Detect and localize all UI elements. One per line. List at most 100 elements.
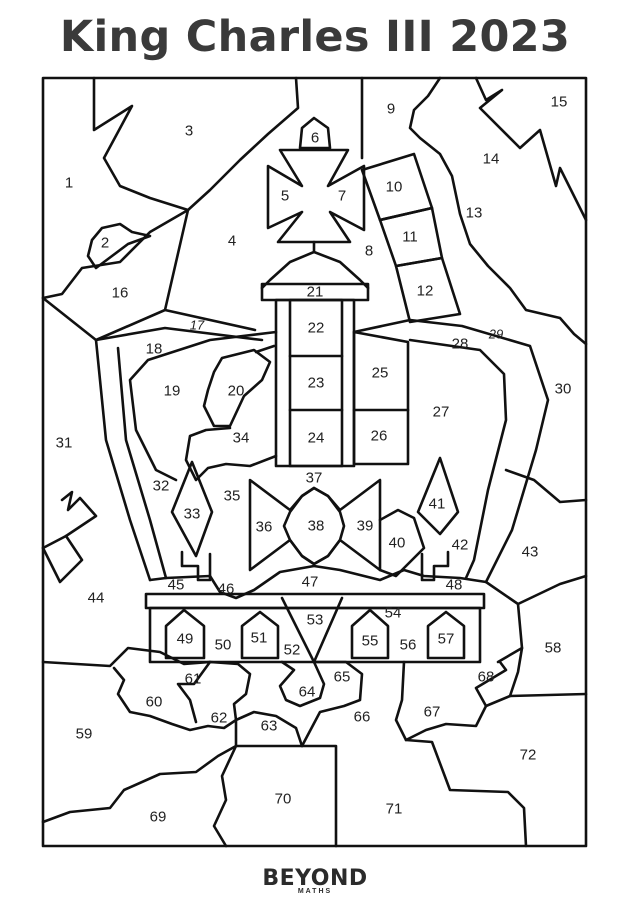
region-number: 32 — [153, 478, 170, 495]
region-number: 14 — [483, 151, 500, 168]
outline-33 — [170, 460, 214, 558]
outline-70-71 — [300, 744, 338, 848]
outline-66-67 — [394, 660, 508, 742]
region-number: 34 — [233, 430, 250, 447]
region-number: 5 — [281, 188, 289, 205]
outline-64 — [278, 660, 326, 708]
region-number: 10 — [386, 179, 403, 196]
region-number: 55 — [362, 633, 379, 650]
region-number: 1 — [65, 175, 73, 192]
region-number: 33 — [184, 506, 201, 523]
region-number: 8 — [365, 243, 373, 260]
outline-69-70 — [212, 744, 238, 848]
outline-49 — [164, 608, 206, 660]
region-number: 56 — [400, 637, 417, 654]
region-outlines — [41, 76, 588, 848]
region-number: 37 — [306, 470, 323, 487]
region-number: 62 — [211, 710, 228, 727]
outline-25-26 — [352, 330, 410, 466]
region-number: 38 — [308, 518, 325, 535]
outline-band-top — [148, 564, 488, 600]
page-title: King Charles III 2023 — [59, 12, 571, 62]
outline-55 — [350, 608, 390, 660]
region-number: 23 — [308, 375, 325, 392]
region-number: 67 — [424, 704, 441, 721]
region-number: 59 — [76, 726, 93, 743]
region-number: 58 — [545, 640, 562, 657]
outline-arch-left-top — [128, 330, 278, 482]
outline-20b — [254, 344, 276, 354]
region-number: 44 — [88, 590, 105, 607]
region-number: 65 — [334, 669, 351, 686]
outline-51 — [240, 610, 280, 660]
outline-43-58 — [516, 574, 588, 606]
region-number: 42 — [452, 537, 469, 554]
outline-34 — [184, 426, 278, 482]
logo-wordmark: BEYOND — [262, 866, 368, 891]
region-number: 19 — [164, 383, 181, 400]
outline-14-15 — [474, 76, 588, 222]
region-number: 24 — [308, 430, 325, 447]
outline-9-13-14 — [408, 76, 588, 346]
region-number: 53 — [307, 612, 324, 629]
outline-31-44b — [41, 534, 68, 550]
region-number: 69 — [150, 809, 167, 826]
outline-68 — [484, 646, 524, 708]
region-number: 43 — [522, 544, 539, 561]
brand-logo: BEYOND MATHS — [0, 866, 630, 895]
outline-65 — [300, 660, 364, 748]
region-number: 22 — [308, 320, 325, 337]
outline-3b — [186, 76, 300, 212]
outline-16 — [41, 208, 190, 342]
region-number: 40 — [389, 535, 406, 552]
region-number: 11 — [402, 229, 418, 246]
region-number: 15 — [551, 94, 568, 111]
outline-20 — [202, 348, 272, 428]
region-number: 51 — [251, 630, 268, 647]
outline-arch-left-inner — [116, 346, 168, 580]
outline-58-72 — [508, 692, 588, 698]
outline-12 — [394, 256, 462, 324]
region-number: 4 — [228, 233, 236, 250]
region-number: 29 — [488, 327, 503, 342]
region-number: 20 — [228, 383, 245, 400]
region-number: 70 — [275, 791, 292, 808]
outline-17 — [163, 308, 257, 332]
region-number: 18 — [146, 341, 163, 358]
outline-arch-right-outer — [352, 318, 550, 584]
region-number: 60 — [146, 694, 163, 711]
region-number: 35 — [224, 488, 241, 505]
region-number: 46 — [218, 581, 235, 598]
region-number: 21 — [307, 284, 324, 301]
region-number: 27 — [433, 404, 450, 421]
outline-60-62 — [41, 646, 252, 732]
outline-22-24 — [288, 298, 344, 468]
region-number: 57 — [438, 631, 455, 648]
region-number: 39 — [357, 518, 374, 535]
outline-57 — [426, 610, 466, 660]
outline-38 — [282, 486, 346, 566]
outline-6 — [298, 116, 332, 150]
region-number: 52 — [284, 642, 301, 659]
region-number: 16 — [112, 285, 129, 302]
outline-58-left — [484, 580, 524, 650]
region-number: 41 — [429, 496, 446, 513]
outline-31-44 — [41, 490, 98, 584]
region-number: 45 — [168, 577, 185, 594]
outline-3 — [92, 76, 190, 212]
sheet-frame — [41, 76, 588, 848]
region-number: 63 — [261, 718, 278, 735]
region-number: 47 — [302, 574, 319, 591]
region-number: 68 — [478, 669, 495, 686]
logo-subtext: MATHS — [297, 888, 333, 895]
region-number-labels: 1 2 3 4 5 6 7 8 9 10 11 12 13 14 15 16 1… — [56, 94, 572, 826]
outline-2 — [86, 222, 152, 270]
region-number: 71 — [386, 801, 403, 818]
outline-arch-left-outer — [94, 338, 152, 582]
region-number: 13 — [466, 205, 483, 222]
region-number: 7 — [338, 188, 346, 205]
region-number: 64 — [299, 684, 316, 701]
region-number: 9 — [387, 101, 395, 118]
outline-41 — [416, 456, 460, 536]
outline-5-7 — [266, 148, 366, 244]
